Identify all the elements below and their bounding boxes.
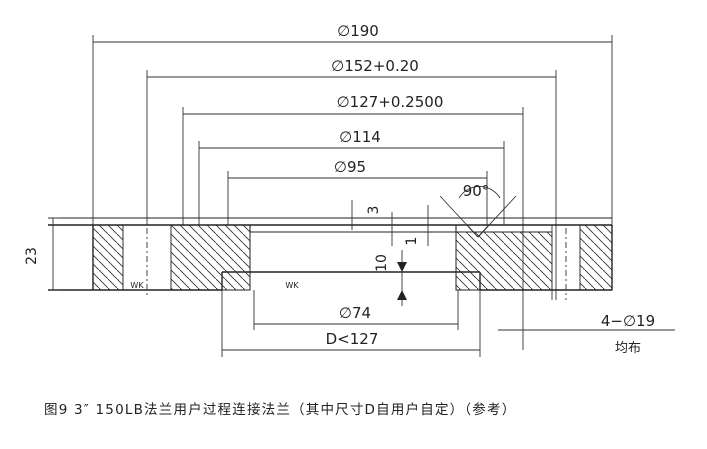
dim-152: ∅152+0.20 — [331, 57, 419, 75]
holes-note: 均布 — [615, 341, 641, 356]
weld-mark-right: WK — [285, 281, 299, 290]
dim-23: 23 — [24, 247, 40, 265]
holes-spec: 4−∅19 — [601, 312, 655, 330]
dim-3: 3 — [366, 206, 382, 215]
dim-114: ∅114 — [339, 128, 381, 146]
chamfer-groove — [439, 186, 517, 238]
dim-1: 1 — [404, 237, 420, 246]
dim-10: 10 — [374, 254, 390, 272]
angle-90: 90° — [463, 182, 490, 200]
vertical-dims — [48, 200, 429, 306]
dim-74: ∅74 — [339, 304, 371, 322]
dimension-lines — [92, 35, 675, 357]
dim-95: ∅95 — [334, 158, 366, 176]
dim-d127: D<127 — [326, 330, 379, 348]
dim-127: ∅127+0.2500 — [337, 93, 444, 111]
weld-mark-left: WK — [130, 281, 144, 290]
flange-section — [48, 217, 613, 300]
figure-caption: 图9 3″ 150LB法兰用户过程连接法兰（其中尺寸D自用户自定）（参考） — [44, 401, 516, 418]
dim-190: ∅190 — [337, 22, 379, 40]
